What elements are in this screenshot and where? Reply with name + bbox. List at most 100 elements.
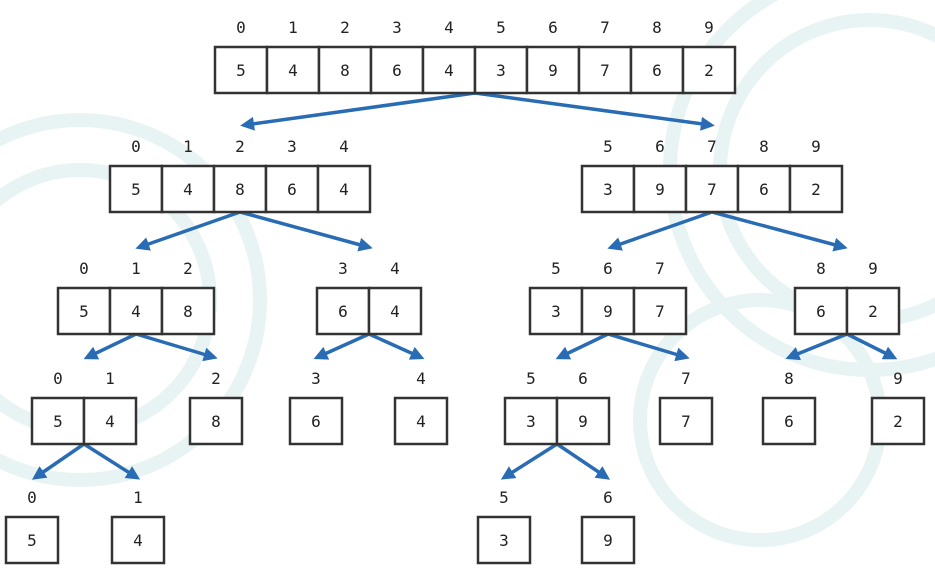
cell-value: 7 bbox=[600, 61, 610, 80]
index-label: 4 bbox=[416, 369, 426, 388]
cell-value: 7 bbox=[707, 180, 717, 199]
cell-value: 3 bbox=[496, 61, 506, 80]
cell-value: 4 bbox=[183, 180, 193, 199]
index-label: 2 bbox=[235, 137, 245, 156]
cell-value: 4 bbox=[444, 61, 454, 80]
array-cell: 3 bbox=[503, 396, 559, 446]
index-label: 5 bbox=[551, 259, 561, 278]
cell-box bbox=[160, 164, 216, 214]
cell-value: 4 bbox=[105, 412, 115, 431]
index-label: 0 bbox=[79, 259, 89, 278]
index-label: 6 bbox=[655, 137, 665, 156]
array-cell: 6 bbox=[288, 396, 344, 446]
index-label: 8 bbox=[652, 18, 662, 37]
index-label: 4 bbox=[339, 137, 349, 156]
array-cell: 8 bbox=[188, 396, 244, 446]
cell-value: 5 bbox=[79, 302, 89, 321]
array-cell: 4 bbox=[367, 286, 423, 336]
array-node-lll-right: 41 bbox=[110, 488, 166, 565]
index-label: 5 bbox=[499, 488, 509, 507]
array-cell: 3 bbox=[473, 45, 529, 95]
array-node-rl-right: 77 bbox=[658, 369, 714, 446]
split-arrow bbox=[135, 332, 218, 362]
cell-value: 6 bbox=[816, 302, 826, 321]
index-label: 1 bbox=[105, 369, 115, 388]
index-label: 8 bbox=[759, 137, 769, 156]
array-cell: 6 bbox=[761, 396, 817, 446]
array-cell: 4 bbox=[110, 515, 166, 565]
index-label: 2 bbox=[183, 259, 193, 278]
cell-box bbox=[629, 45, 685, 95]
index-label: 3 bbox=[338, 259, 348, 278]
array-cell: 7 bbox=[658, 396, 714, 446]
cell-box bbox=[736, 164, 792, 214]
cell-value: 6 bbox=[759, 180, 769, 199]
cell-value: 4 bbox=[390, 302, 400, 321]
cell-value: 4 bbox=[339, 180, 349, 199]
cell-box bbox=[56, 286, 112, 336]
array-cell: 4 bbox=[160, 164, 216, 214]
array-node-rll-right: 96 bbox=[580, 488, 636, 565]
array-cell: 4 bbox=[265, 45, 321, 95]
cell-box bbox=[793, 286, 849, 336]
split-arrow bbox=[83, 442, 141, 480]
index-label: 8 bbox=[816, 259, 826, 278]
array-cell: 4 bbox=[82, 396, 138, 446]
cell-box bbox=[264, 164, 320, 214]
array-cell: 3 bbox=[476, 515, 532, 565]
cell-box bbox=[577, 45, 633, 95]
index-label: 6 bbox=[548, 18, 558, 37]
cell-value: 4 bbox=[131, 302, 141, 321]
split-arrow bbox=[711, 210, 848, 252]
index-label: 0 bbox=[236, 18, 246, 37]
array-cell: 5 bbox=[30, 396, 86, 446]
array-cell: 8 bbox=[160, 286, 216, 336]
array-nodes: 5041826344359677682950418263443596776829… bbox=[4, 18, 926, 565]
cell-value: 3 bbox=[551, 302, 561, 321]
split-arrow bbox=[556, 442, 611, 480]
cell-value: 5 bbox=[27, 531, 37, 550]
cell-box bbox=[421, 45, 477, 95]
array-cell: 3 bbox=[528, 286, 584, 336]
index-label: 3 bbox=[392, 18, 402, 37]
array-cell: 5 bbox=[108, 164, 164, 214]
array-cell: 6 bbox=[264, 164, 320, 214]
split-arrow bbox=[846, 332, 898, 360]
cell-value: 6 bbox=[311, 412, 321, 431]
cell-box bbox=[473, 45, 529, 95]
cell-box bbox=[367, 286, 423, 336]
cell-box bbox=[288, 396, 344, 446]
cell-value: 5 bbox=[236, 61, 246, 80]
array-cell: 4 bbox=[421, 45, 477, 95]
split-arrow bbox=[607, 210, 713, 251]
array-cell: 7 bbox=[577, 45, 633, 95]
split-arrows bbox=[31, 91, 898, 480]
array-cell: 4 bbox=[316, 164, 372, 214]
array-node-ll-right: 82 bbox=[188, 369, 244, 446]
cell-box bbox=[82, 396, 138, 446]
array-cell: 4 bbox=[393, 396, 449, 446]
array-cell: 9 bbox=[525, 45, 581, 95]
index-label: 7 bbox=[681, 369, 691, 388]
array-node-lr-left: 63 bbox=[288, 369, 344, 446]
cell-value: 9 bbox=[655, 180, 665, 199]
array-cell: 6 bbox=[369, 45, 425, 95]
index-label: 0 bbox=[27, 488, 37, 507]
cell-box bbox=[213, 45, 269, 95]
cell-value: 6 bbox=[338, 302, 348, 321]
split-arrow bbox=[83, 332, 137, 360]
array-cell: 2 bbox=[870, 396, 926, 446]
index-label: 9 bbox=[811, 137, 821, 156]
cell-box bbox=[369, 45, 425, 95]
array-cell: 9 bbox=[580, 515, 636, 565]
array-cell: 5 bbox=[4, 515, 60, 565]
cell-box bbox=[632, 286, 688, 336]
index-label: 4 bbox=[390, 259, 400, 278]
cell-box bbox=[4, 515, 60, 565]
